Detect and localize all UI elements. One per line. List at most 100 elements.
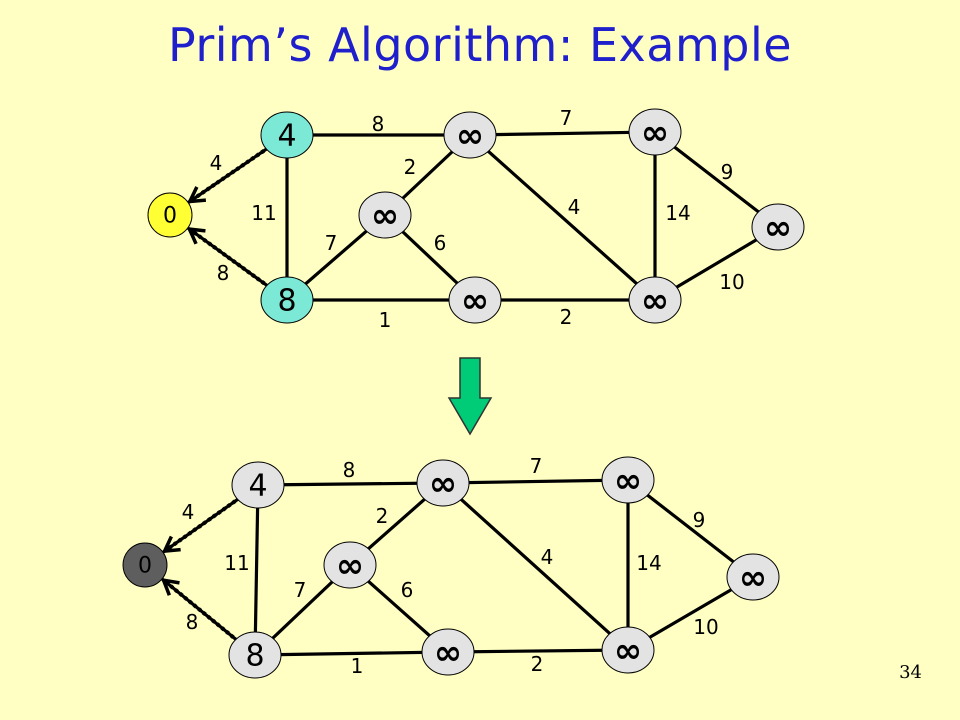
edge-c-d [469, 130, 656, 137]
edge-weight-g-f: 2 [560, 305, 573, 329]
node-label: 0 [138, 554, 152, 579]
arrowhead-icon [186, 186, 207, 204]
node-circle [358, 191, 412, 239]
node-c: ∞ [416, 459, 470, 507]
edge-d-e [654, 130, 779, 229]
edge-c-f [441, 481, 630, 652]
node-circle [628, 276, 682, 324]
edge-b-h [253, 484, 260, 656]
edge-weight-i-g: 6 [434, 231, 447, 255]
node-circle [323, 541, 377, 589]
edge-weight-h-i: 7 [294, 578, 307, 602]
node-h: 8 [228, 631, 282, 679]
edge-h-g [254, 650, 449, 657]
node-a: 0 [147, 192, 193, 238]
edge-weight-b-c: 8 [343, 458, 356, 482]
node-b: 4 [231, 461, 285, 509]
node-circle [628, 108, 682, 156]
node-label: ∞ [336, 546, 364, 586]
node-label: 4 [248, 469, 267, 504]
edge-weight-b-c: 8 [372, 112, 385, 136]
edge-weight-c-i: 2 [404, 155, 417, 179]
node-circle [231, 461, 285, 509]
node-g: ∞ [421, 628, 475, 676]
tree-edge-a-h [162, 578, 240, 643]
arrowhead-icon [161, 535, 181, 554]
edge-weight-a-h: 8 [186, 610, 199, 634]
arrowhead-icon [160, 577, 180, 596]
node-label: ∞ [461, 281, 489, 321]
tree-edge-a-b [188, 145, 270, 204]
edge-weight-f-e: 10 [719, 270, 744, 294]
node-h: 8 [260, 276, 314, 324]
edge-weight-a-b: 4 [210, 151, 223, 175]
edge-weight-c-f: 4 [541, 545, 554, 569]
node-circle [260, 111, 314, 159]
edge-weight-c-d: 7 [560, 106, 573, 130]
edge-weight-c-f: 4 [568, 195, 581, 219]
edge-weight-b-h: 11 [224, 551, 249, 575]
arrowhead-icon [186, 227, 206, 245]
node-circle [726, 553, 780, 601]
node-d: ∞ [628, 108, 682, 156]
node-e: ∞ [726, 553, 780, 601]
node-label: 4 [277, 119, 296, 154]
edge-weight-g-f: 2 [531, 652, 544, 676]
slide-title: Prim’s Algorithm: Example [167, 18, 793, 72]
edge-weight-d-f: 14 [636, 551, 661, 575]
node-label: ∞ [739, 558, 767, 598]
node-circle [421, 628, 475, 676]
edge-weight-h-g: 1 [351, 654, 364, 678]
node-label: ∞ [371, 196, 399, 236]
node-d: ∞ [601, 456, 655, 504]
edge-weight-a-b: 4 [182, 500, 195, 524]
edge-weight-b-h: 11 [251, 201, 276, 225]
edge-d-e [627, 478, 754, 579]
edge-weight-i-g: 6 [401, 578, 414, 602]
node-i: ∞ [358, 191, 412, 239]
node-label: ∞ [429, 464, 457, 504]
node-f: ∞ [601, 626, 655, 674]
edge-weight-d-f: 14 [665, 201, 690, 225]
node-circle [601, 456, 655, 504]
node-circle [260, 276, 314, 324]
node-a: 0 [122, 542, 168, 588]
edge-weight-a-h: 8 [217, 261, 230, 285]
node-circle [751, 203, 805, 251]
node-f: ∞ [628, 276, 682, 324]
node-label: ∞ [641, 113, 669, 153]
node-circle [601, 626, 655, 674]
node-circle [443, 111, 497, 159]
tree-edge-a-h [188, 227, 271, 289]
node-circle [416, 459, 470, 507]
edge-g-f [447, 648, 629, 654]
edge-c-f [468, 133, 657, 302]
node-circle [448, 276, 502, 324]
down-arrow-icon [447, 357, 493, 436]
node-c: ∞ [443, 111, 497, 159]
node-label: ∞ [764, 208, 792, 248]
edge-weight-h-i: 7 [325, 231, 338, 255]
node-label: ∞ [641, 281, 669, 321]
node-circle [147, 192, 193, 238]
node-g: ∞ [448, 276, 502, 324]
edge-c-d [442, 478, 629, 485]
node-label: 8 [277, 284, 296, 319]
node-label: 8 [245, 639, 264, 674]
node-label: ∞ [456, 116, 484, 156]
node-circle [228, 631, 282, 679]
edge-weight-h-g: 1 [379, 308, 392, 332]
node-circle [122, 542, 168, 588]
node-label: 0 [163, 204, 177, 229]
edge-weight-c-i: 2 [376, 504, 389, 528]
edge-b-c [257, 481, 444, 487]
edge-weight-d-e: 9 [721, 160, 734, 184]
edge-weight-f-e: 10 [693, 615, 718, 639]
page-number: 34 [899, 662, 922, 683]
node-label: ∞ [614, 461, 642, 501]
edge-weight-c-d: 7 [530, 454, 543, 478]
node-e: ∞ [751, 203, 805, 251]
